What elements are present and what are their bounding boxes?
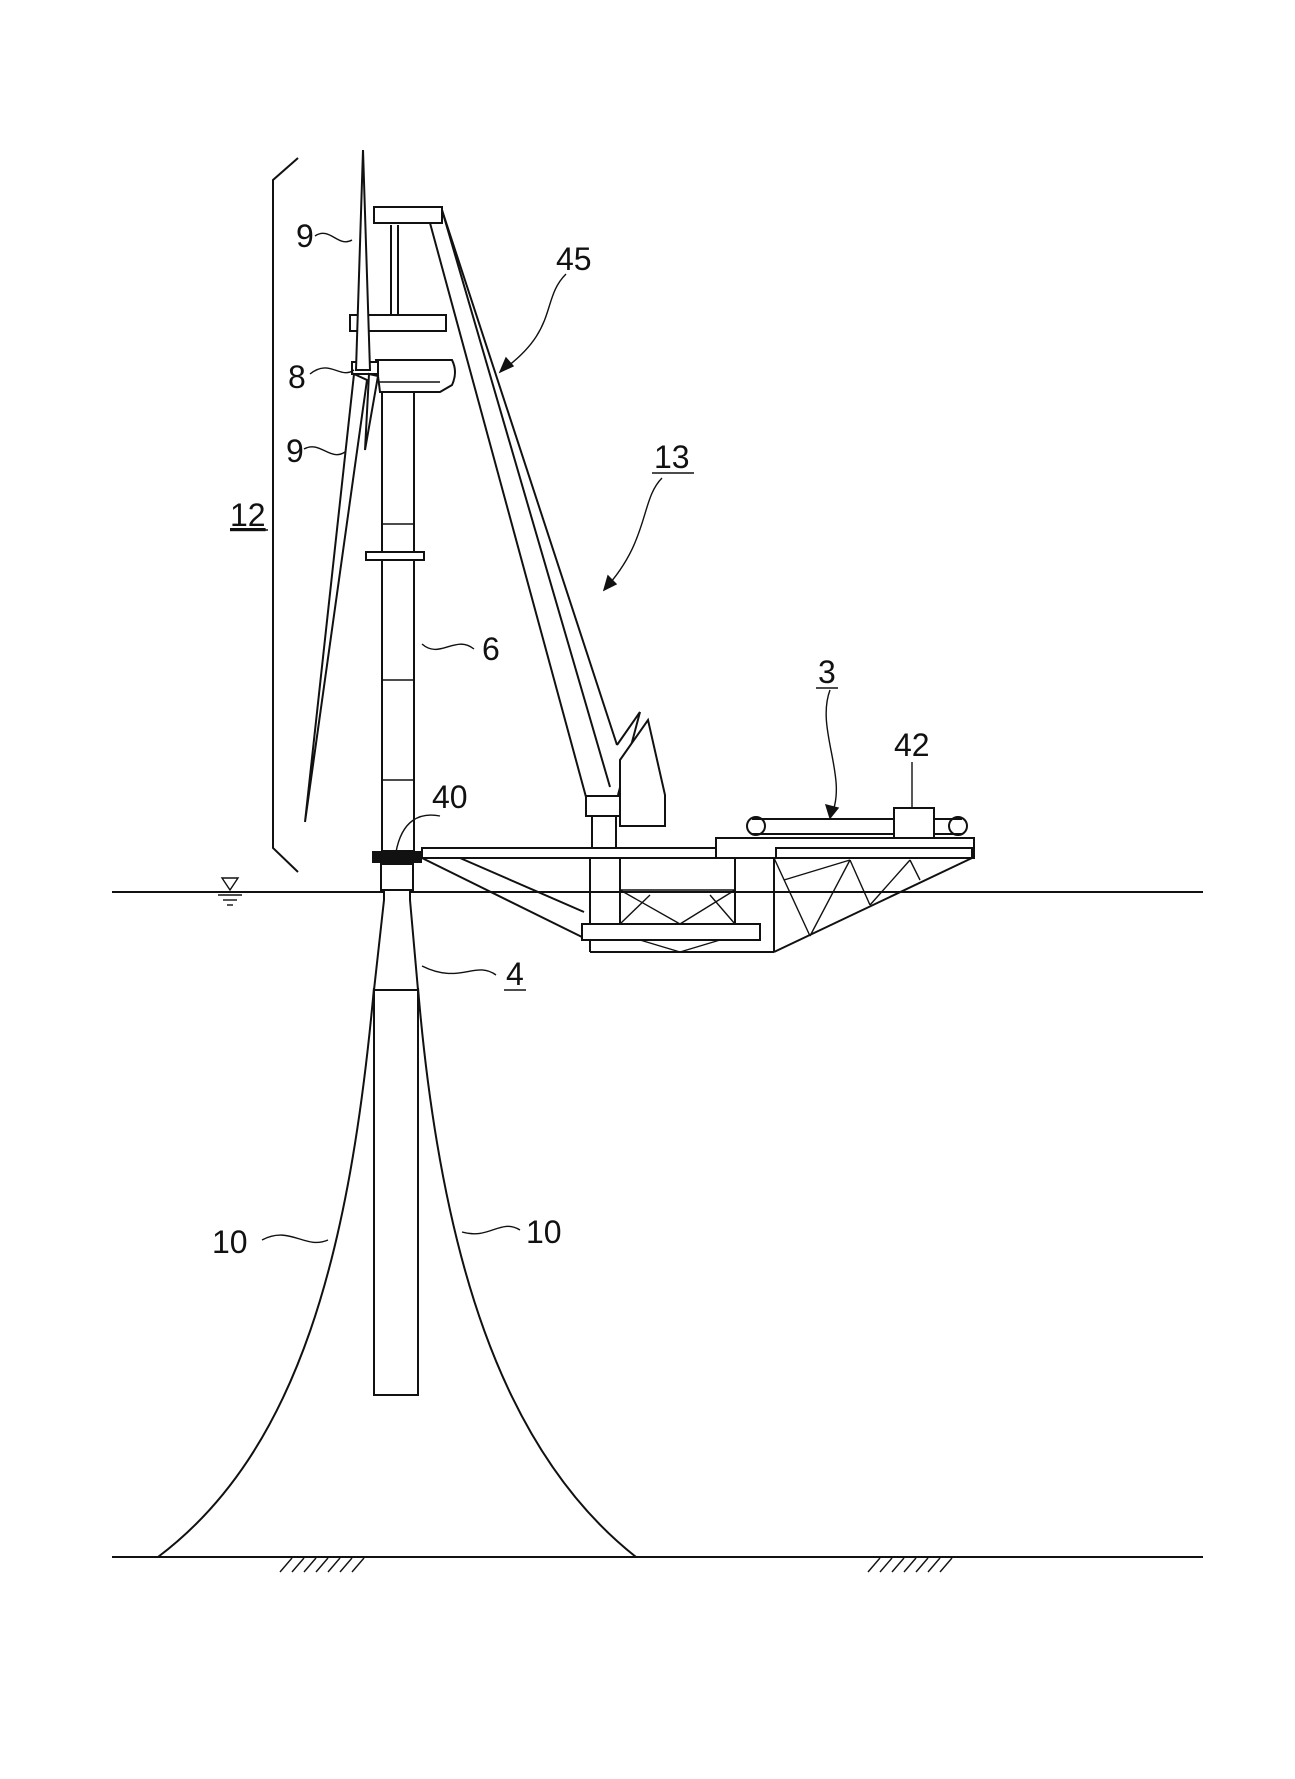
blade-lower: [305, 374, 367, 822]
leader-9-upper: [315, 233, 352, 241]
leader-10-left: [262, 1235, 328, 1242]
leader-45: [500, 274, 566, 372]
leader-6: [422, 644, 474, 649]
label-6: 6: [482, 631, 500, 667]
barge-platform: [422, 838, 974, 952]
leader-9-lower: [304, 447, 345, 455]
mooring-line-right: [418, 988, 636, 1557]
leader-8: [310, 368, 354, 374]
label-12: 12: [230, 497, 266, 533]
coupling-ring: [372, 851, 422, 863]
seabed-hatch-icon: [280, 1558, 364, 1572]
blade-upper: [356, 150, 370, 370]
support-column: [374, 864, 418, 1395]
label-13: 13: [654, 439, 690, 475]
label-45: 45: [556, 241, 592, 277]
label-3: 3: [818, 654, 836, 690]
crane: [374, 207, 665, 848]
tower: [366, 386, 424, 851]
label-42: 42: [894, 727, 930, 763]
label-4: 4: [506, 956, 524, 992]
mooring-line-left: [158, 988, 374, 1557]
leader-3: [826, 690, 836, 818]
label-9-lower: 9: [286, 433, 304, 469]
label-9-upper: 9: [296, 218, 314, 254]
leader-13: [604, 478, 662, 590]
label-40: 40: [432, 779, 468, 815]
label-8: 8: [288, 359, 306, 395]
label-10-right: 10: [526, 1214, 562, 1250]
leader-4: [422, 966, 496, 975]
leader-10-right: [462, 1226, 520, 1233]
seabed-hatch-icon: [868, 1558, 952, 1572]
label-10-left: 10: [212, 1224, 248, 1260]
turbine-assembly-bracket: [273, 158, 298, 872]
winch-assembly: [747, 808, 967, 838]
